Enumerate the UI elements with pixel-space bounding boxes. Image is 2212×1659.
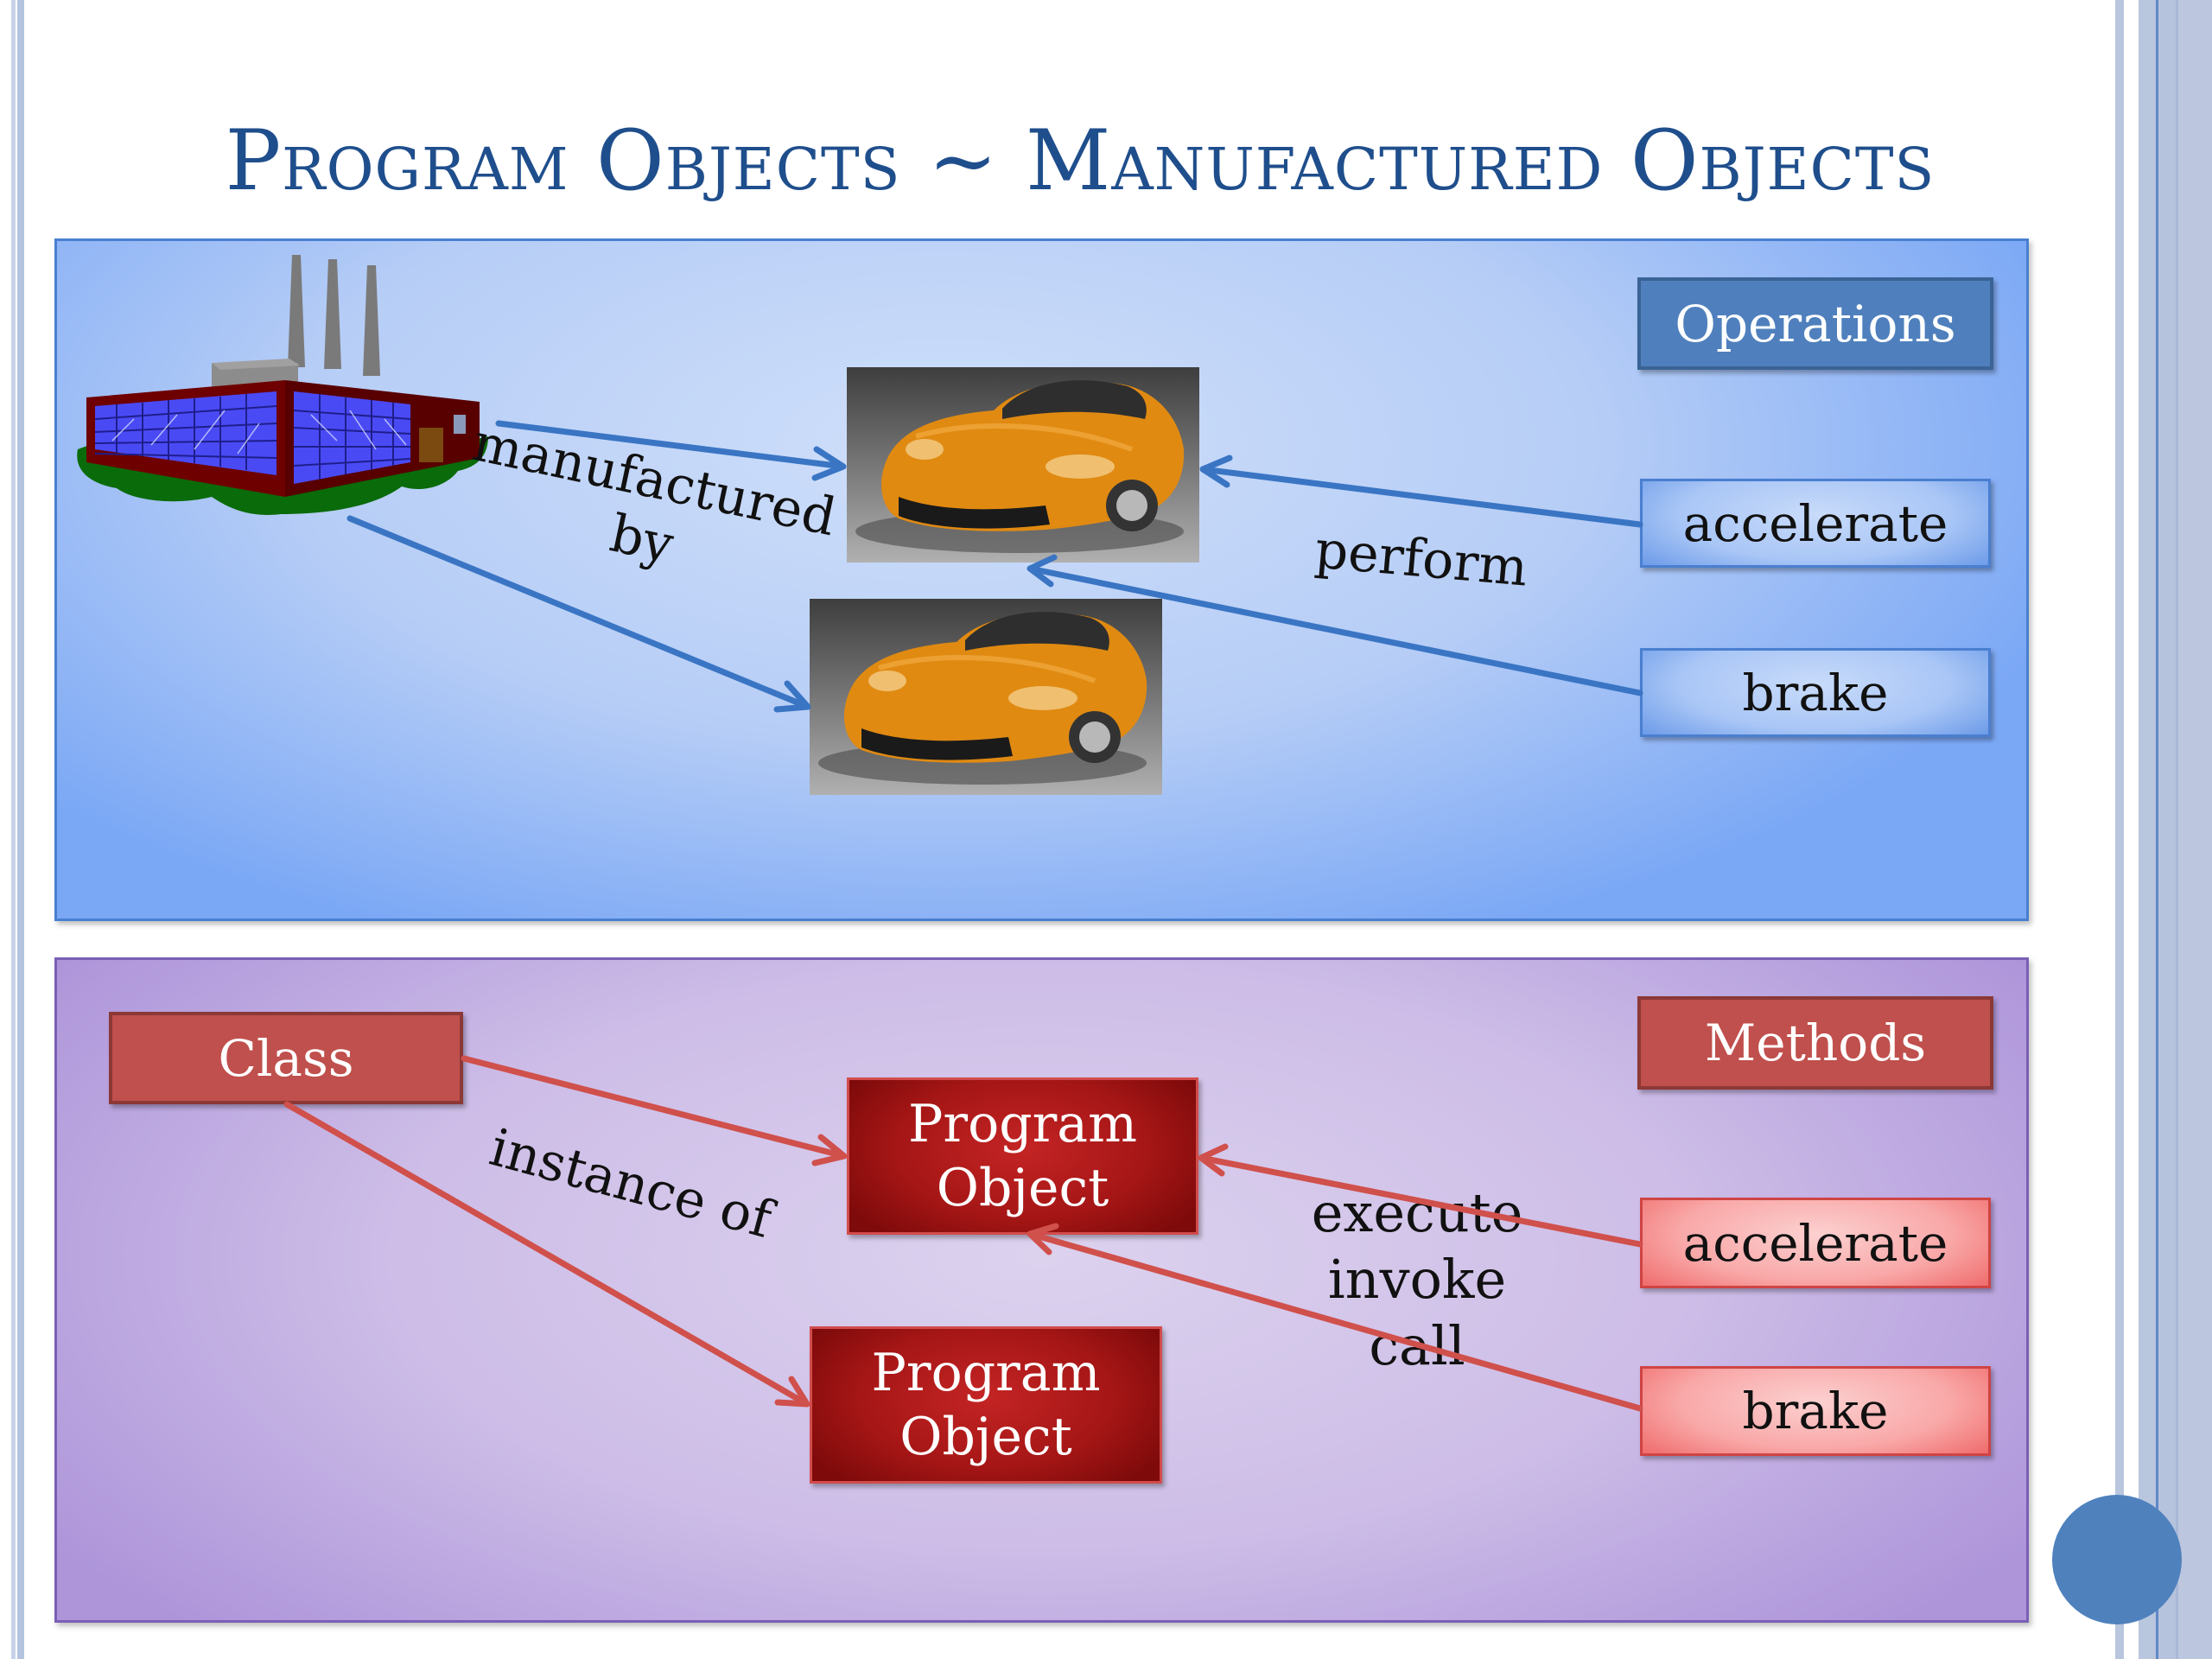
relation-execute: execute	[1311, 1181, 1523, 1244]
program-object-line2: Object	[899, 1407, 1072, 1467]
right-border-stripe	[2115, 0, 2124, 1659]
right-border-stripe	[2158, 0, 2176, 1659]
left-border-stripe	[17, 0, 24, 1659]
right-border-stripe	[2139, 0, 2156, 1659]
slide-title: Program Objects ~ Manufactured Objects	[225, 112, 1936, 209]
car-icon	[855, 380, 1185, 553]
operation-accelerate: accelerate	[1640, 479, 1991, 568]
program-object-box: Program Object	[847, 1077, 1198, 1235]
right-border-band	[2178, 0, 2212, 1659]
program-object-line2: Object	[936, 1158, 1109, 1218]
left-border-stripe	[11, 0, 16, 1659]
method-accelerate: accelerate	[1640, 1198, 1991, 1288]
program-object-line1: Program	[871, 1343, 1101, 1403]
program-object-box: Program Object	[810, 1326, 1162, 1484]
relation-call: call	[1369, 1314, 1465, 1377]
method-brake: brake	[1640, 1366, 1991, 1456]
slide-nav-circle[interactable]	[2052, 1495, 2182, 1624]
car-icon	[818, 612, 1147, 785]
program-object-line1: Program	[908, 1094, 1137, 1154]
car-image	[810, 599, 1162, 795]
execute-invoke-call-label: execute invoke call	[1287, 1179, 1547, 1379]
car-image	[847, 367, 1199, 563]
relation-invoke: invoke	[1327, 1248, 1507, 1311]
right-border-line	[2156, 0, 2158, 1659]
operation-brake: brake	[1640, 648, 1991, 737]
factory-icon	[77, 255, 488, 515]
operations-header: Operations	[1637, 277, 1993, 370]
methods-header: Methods	[1637, 996, 1993, 1090]
right-border-line	[2176, 0, 2178, 1659]
class-box: Class	[109, 1012, 463, 1104]
